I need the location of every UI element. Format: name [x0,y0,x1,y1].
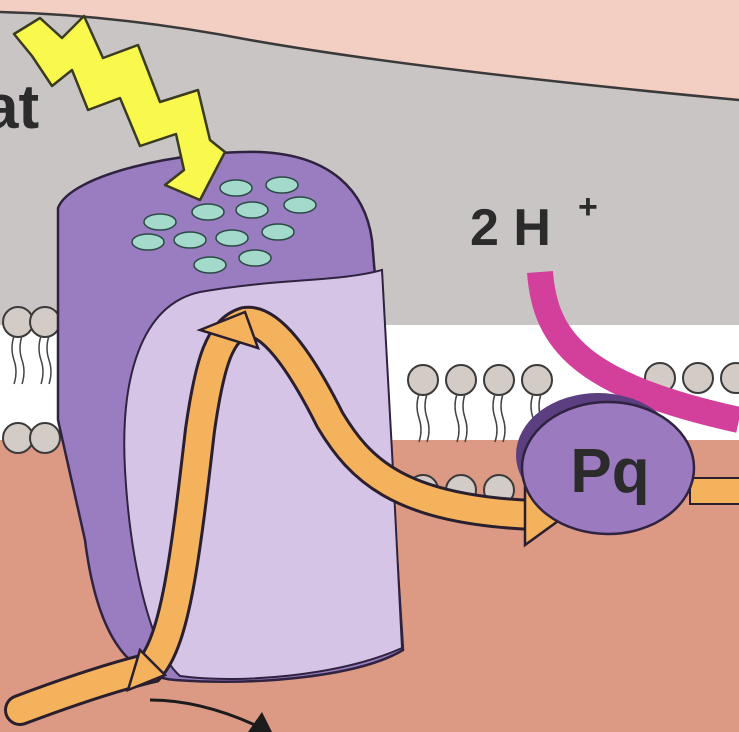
lipid-head [3,307,33,337]
lipid-head [408,365,438,395]
lipid-head [446,365,476,395]
pigment-molecule [216,230,248,246]
pigment-molecule [220,180,252,196]
lipid-head [484,365,514,395]
lipid-head [3,423,33,453]
pigment-molecule [192,204,224,220]
pigment-molecule [132,234,164,250]
pigment-molecule [262,224,294,240]
pigment-molecule [239,250,271,266]
pigment-molecule [266,177,298,193]
proton-label: 2 H [470,199,551,257]
proton-charge: + [578,188,598,226]
lipid-head [522,365,552,395]
lipid-head [683,363,713,393]
lipid-head [30,307,60,337]
exit-arrow-stub [690,478,739,504]
pq-label: Pq [570,437,649,506]
pigment-molecule [284,197,316,213]
partial-word-label: at [0,73,39,142]
pigment-molecule [194,257,226,273]
pigment-molecule [144,214,176,230]
pigment-molecule [174,232,206,248]
lipid-head [30,423,60,453]
pigment-molecule [236,202,268,218]
